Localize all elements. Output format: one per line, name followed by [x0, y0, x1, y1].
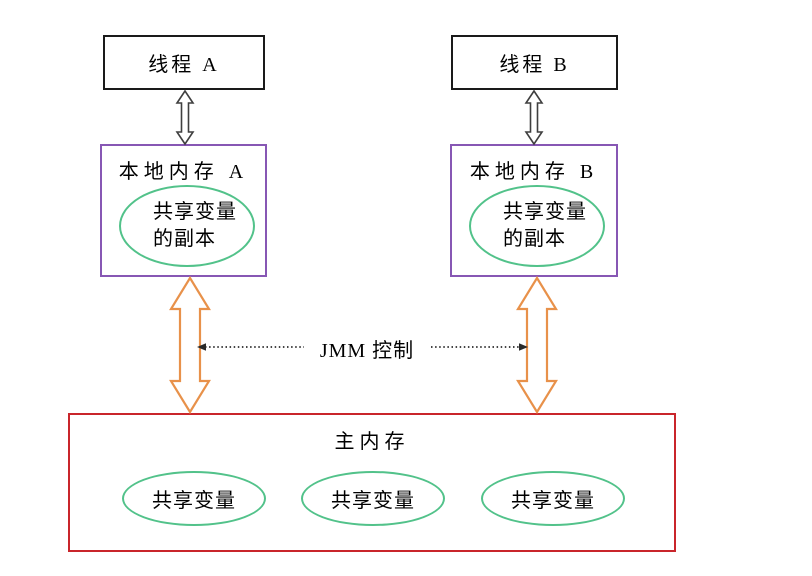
- shared-variable-ellipse-1: 共享变量: [122, 471, 266, 526]
- local-memory-b-box: 本地内存 B 共享变量 的副本: [450, 144, 618, 277]
- local-memory-a-title: 本地内存 A: [118, 161, 249, 183]
- jmm-control-label: JMM 控制: [319, 340, 415, 362]
- right-arrowhead-icon: [519, 343, 528, 351]
- thread-a-box: 线程 A: [103, 35, 265, 90]
- local-memory-a-box: 本地内存 A 共享变量 的副本: [100, 144, 267, 277]
- shared-variable-label: 共享变量: [511, 490, 595, 512]
- copy-line2: 的副本: [153, 228, 216, 250]
- copy-line1: 共享变量: [503, 201, 587, 223]
- thread-b-label: 线程 B: [499, 54, 570, 76]
- thread-a-label: 线程 A: [148, 54, 220, 76]
- shared-variable-ellipse-2: 共享变量: [301, 471, 445, 526]
- copy-line2: 的副本: [503, 228, 566, 250]
- shared-variable-label: 共享变量: [331, 490, 415, 512]
- shared-variable-label: 共享变量: [152, 490, 236, 512]
- local-memory-a-main-memory-arrow-icon: [169, 275, 211, 415]
- main-memory-title: 主内存: [334, 431, 410, 453]
- jmm-control-dotted-arrow-right: [431, 343, 528, 351]
- local-memory-b-title: 本地内存 B: [469, 161, 599, 183]
- left-arrowhead-icon: [197, 343, 206, 351]
- thread-a-local-memory-a-arrow-icon: [175, 89, 195, 146]
- copy-line1: 共享变量: [153, 201, 237, 223]
- local-memory-b-shared-variable-copy-ellipse: 共享变量 的副本: [469, 185, 605, 267]
- local-memory-b-main-memory-arrow-icon: [516, 275, 558, 415]
- local-memory-a-shared-variable-copy-ellipse: 共享变量 的副本: [119, 185, 255, 267]
- thread-b-local-memory-b-arrow-icon: [524, 89, 544, 146]
- jmm-control-dotted-arrow-left: [197, 343, 304, 351]
- main-memory-box: 主内存 共享变量 共享变量 共享变量: [68, 413, 676, 552]
- thread-b-box: 线程 B: [451, 35, 618, 90]
- shared-variable-ellipse-3: 共享变量: [481, 471, 625, 526]
